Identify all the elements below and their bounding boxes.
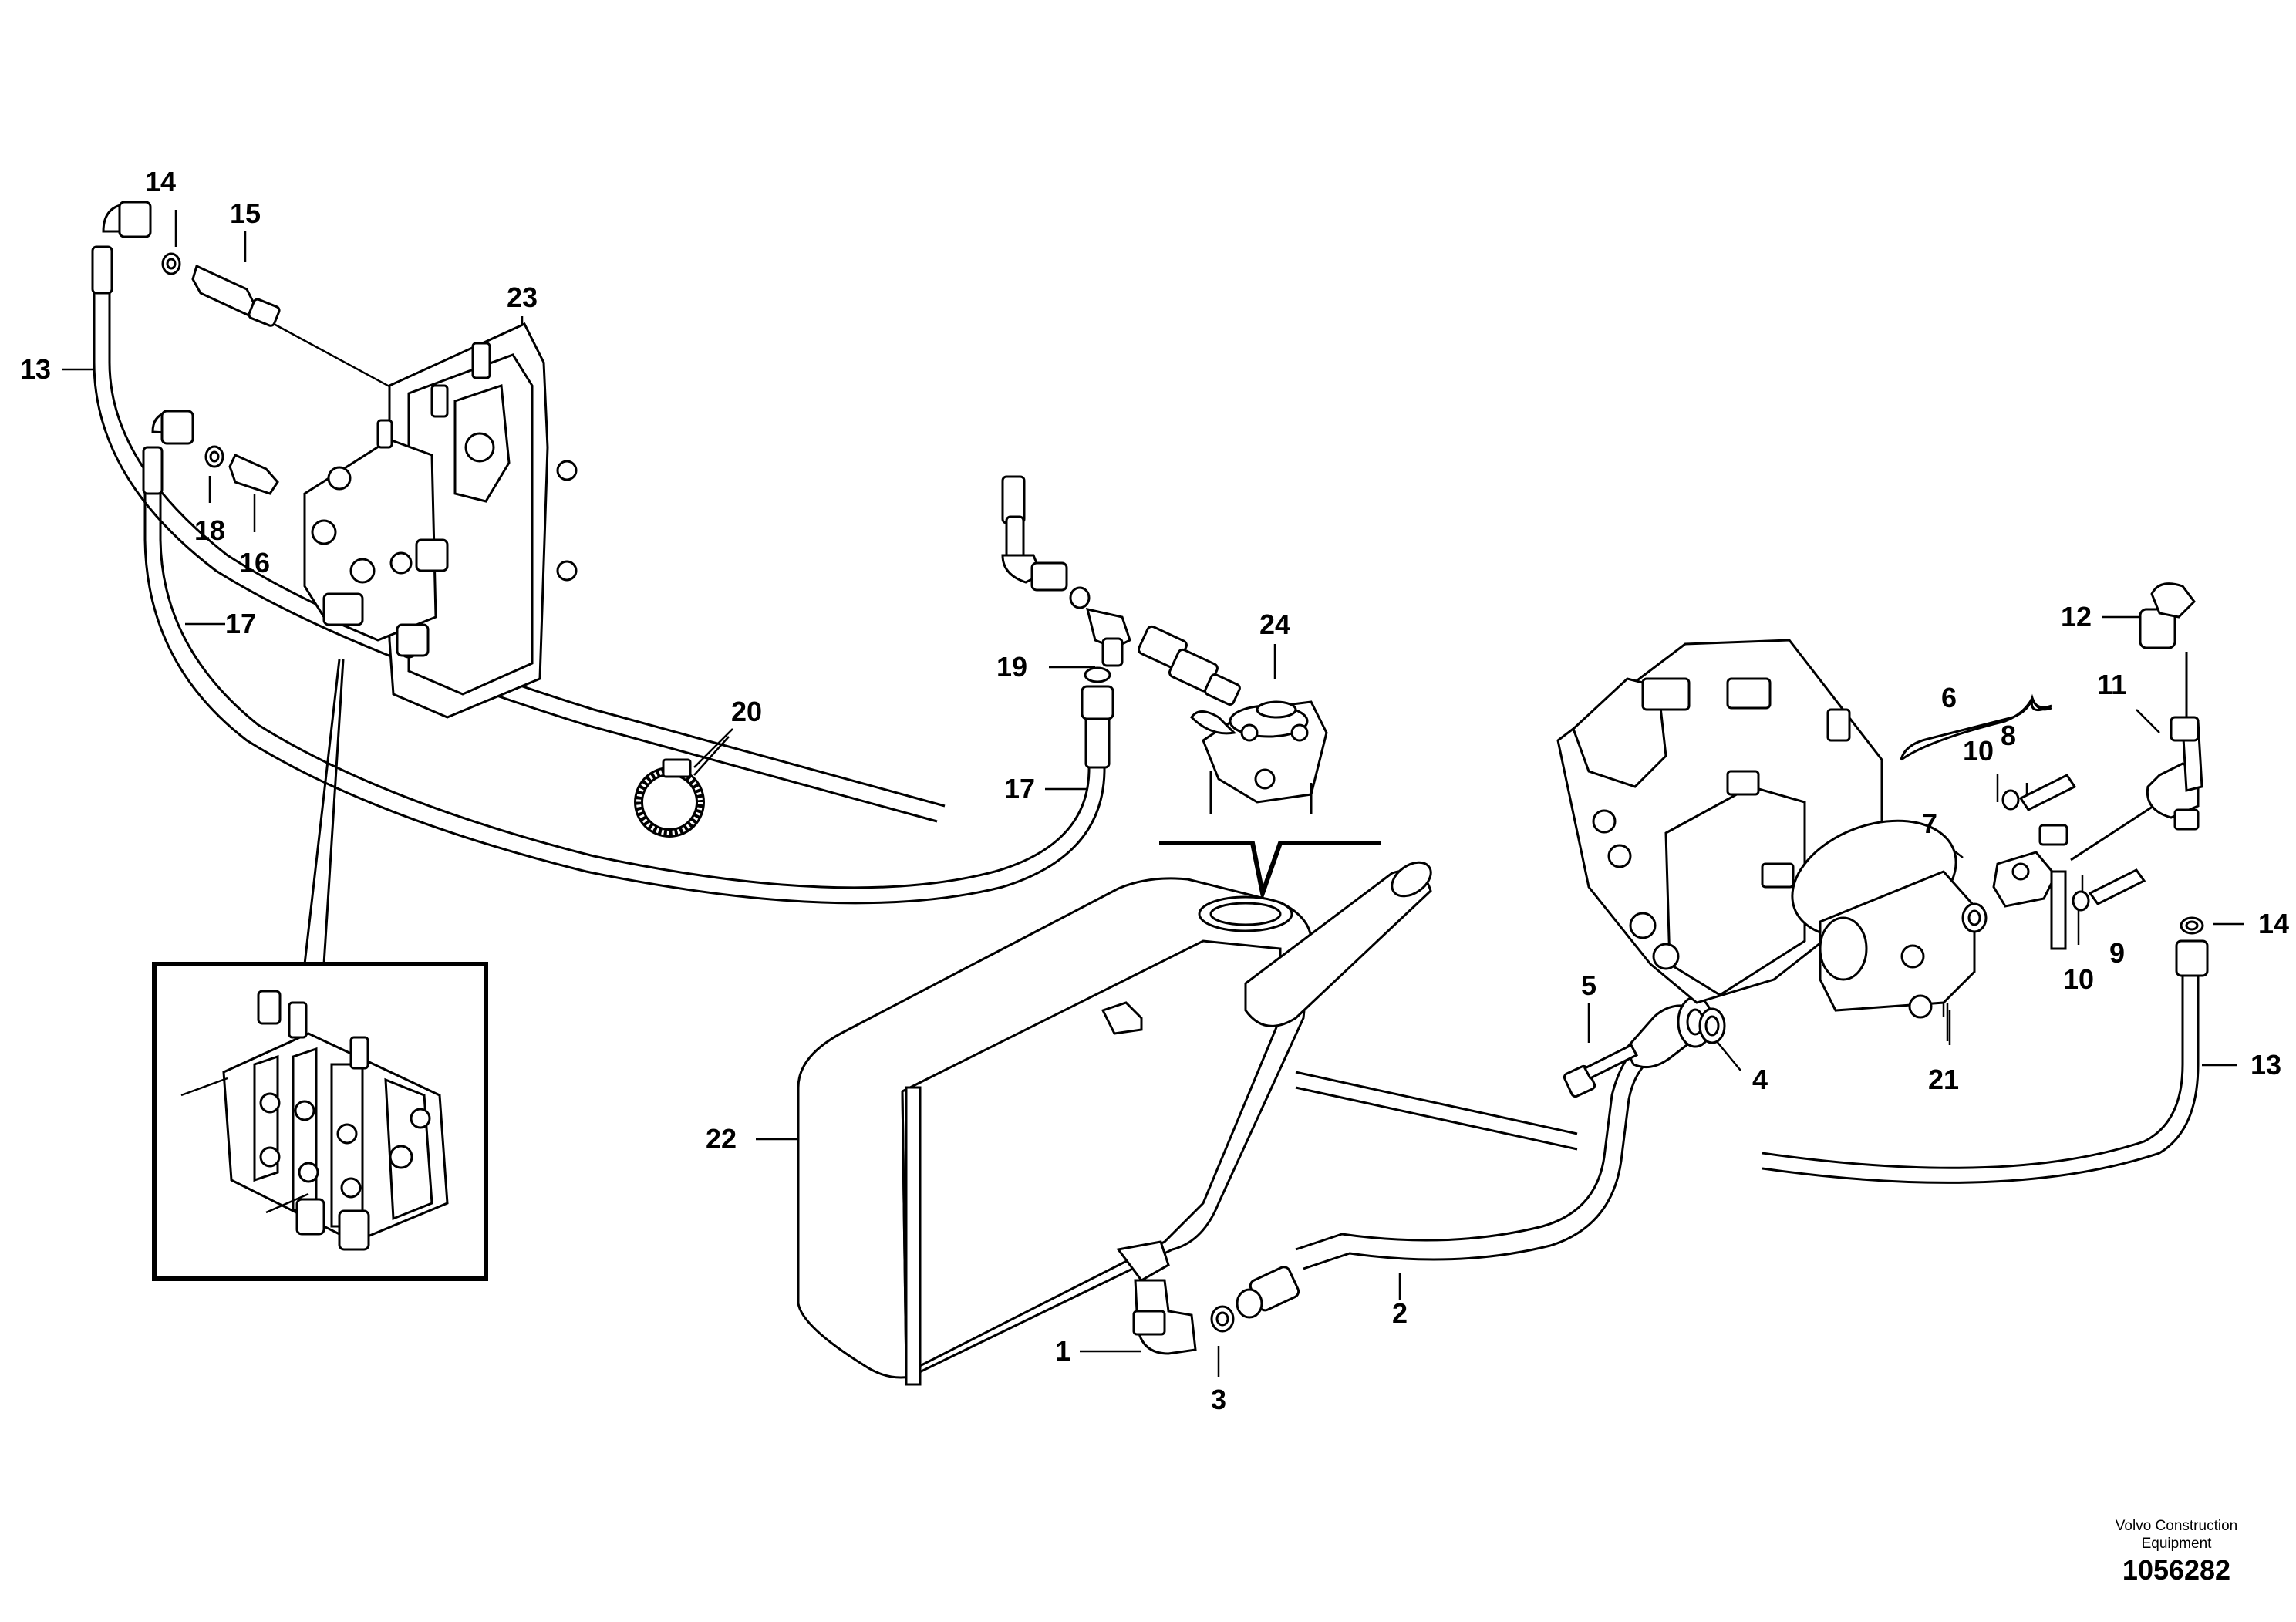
inset-valve-detail: [152, 659, 488, 1281]
callout-10-top: 10: [1963, 735, 1994, 767]
tee-fitting-19: [1001, 475, 1241, 706]
callout-20: 20: [731, 696, 762, 727]
flange-group-6: [1961, 774, 2160, 950]
callout-18: 18: [194, 514, 225, 546]
callout-5: 5: [1581, 969, 1596, 1001]
callout-23: 21: [1928, 1064, 1959, 1095]
hose-2: [1236, 996, 1714, 1319]
callout-19: 19: [996, 651, 1027, 683]
hose-13-right-fitting: [2175, 916, 2209, 977]
credit-line-2: Equipment: [2142, 1536, 2213, 1552]
callout-9: 9: [2109, 937, 2125, 969]
screw-5-oring-4: [1563, 1007, 1726, 1098]
callout-16: 16: [239, 547, 270, 578]
hose-clamp-20: [634, 728, 733, 838]
callout-17-left: 17: [225, 608, 256, 639]
callout-22: 22: [706, 1123, 737, 1155]
elbow-fitting-12: [2139, 582, 2196, 717]
callout-10-bottom: 10: [2063, 963, 2094, 995]
callout-13-right: 13: [2250, 1049, 2281, 1081]
section-marker: [1159, 841, 1381, 902]
hydraulic-tank-22: [797, 861, 1432, 1386]
callout-14-right: 14: [2258, 908, 2289, 939]
callout-8: 8: [2001, 720, 2016, 751]
callout-1: 1: [1055, 1335, 1070, 1367]
callout-2: 2: [1392, 1297, 1408, 1329]
hose-17-left: [142, 410, 1106, 905]
control-valve-21: [303, 322, 578, 719]
callout-6: 6: [1941, 682, 1957, 713]
callout-14-top: 14: [145, 166, 176, 197]
callout-4: 4: [1752, 1064, 1768, 1095]
callout-3: 3: [1211, 1384, 1226, 1415]
fitting-15: [161, 252, 281, 327]
footer: Volvo Construction Equipment 1056282: [2116, 1518, 2237, 1586]
callout-11: 11: [2097, 669, 2126, 700]
hose-13-long: [91, 201, 2200, 1184]
reservoir-cap-24: [1190, 700, 1328, 814]
callout-15: 15: [230, 197, 261, 229]
callout-13-left: 13: [20, 353, 51, 385]
tee-fitting-11: [2146, 716, 2203, 831]
drawing-number: 1056282: [2122, 1554, 2230, 1586]
callout-7: 7: [1922, 808, 1937, 839]
callout-labels: 14 15 23 13 18 16 17 19 24 20 17 22 1 3 …: [20, 166, 2289, 1415]
callout-24: 24: [1259, 609, 1290, 640]
hose-17-right-fitting: [1081, 666, 1114, 769]
fitting-16-18: [204, 445, 279, 495]
elbow-fitting-1: [1132, 1279, 1235, 1355]
credit-line-1: Volvo Construction: [2116, 1518, 2237, 1534]
callout-21: 23: [507, 282, 538, 313]
callout-12: 12: [2061, 601, 2092, 632]
hydraulic-pump-23: [1556, 639, 1976, 1019]
callout-17-right: 17: [1004, 773, 1035, 804]
